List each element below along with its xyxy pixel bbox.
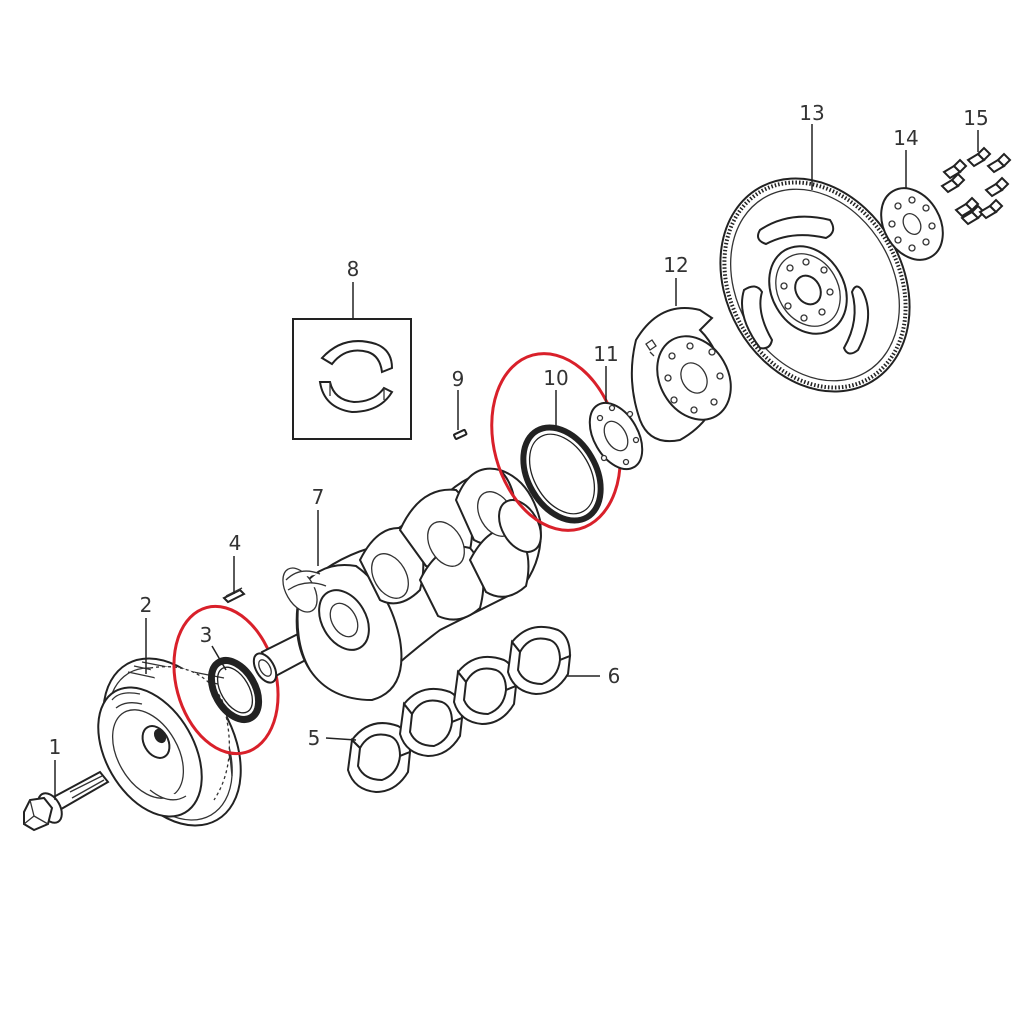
leader-5 [325, 737, 357, 741]
callout-11: 11 [593, 342, 618, 366]
part-3-front-seal [207, 657, 263, 723]
part-14-reinforcement-plate [880, 187, 944, 261]
flexplate-bolt [978, 198, 1004, 220]
callout-5: 5 [308, 726, 321, 750]
callout-7: 7 [312, 485, 325, 509]
leader-lines [54, 124, 979, 800]
part-9-dowel-pin [453, 428, 468, 440]
thrust-bearing-upper [320, 340, 394, 374]
part-5-main-bearing-set [346, 626, 572, 794]
bearing-shell-5b [398, 688, 464, 758]
part-12-adapter-plate [630, 307, 732, 442]
part-10-rear-seal [520, 424, 604, 524]
thrust-bearing-lower [318, 381, 394, 414]
callout-13: 13 [799, 101, 824, 125]
part-8-thrust-bearing-box [292, 318, 412, 440]
callout-10: 10 [543, 366, 568, 390]
callout-6: 6 [608, 664, 621, 688]
callout-3: 3 [200, 623, 213, 647]
callout-4: 4 [229, 531, 242, 555]
flexplate-bolt [940, 172, 966, 194]
flexplate-bolt [966, 146, 992, 168]
flexplate-bolt [954, 196, 980, 218]
flexplate-bolt [984, 176, 1010, 198]
part-2-damper-pulley [97, 657, 242, 827]
part-11-spacer-plate [588, 401, 644, 471]
callout-1: 1 [49, 735, 62, 759]
callout-9: 9 [452, 367, 465, 391]
part-7-crankshaft [252, 467, 542, 702]
flexplate-bolt [986, 152, 1012, 174]
part-13-flexplate [719, 177, 911, 393]
callout-labels: 1 2 3 4 5 6 7 8 9 10 11 12 13 14 15 [49, 101, 989, 759]
bearing-shell-5c [452, 656, 518, 726]
part-1-bolt [23, 770, 110, 832]
callout-2: 2 [140, 593, 153, 617]
bearing-shell-5a [346, 722, 412, 794]
flexplate-bolt [960, 204, 986, 226]
callout-12: 12 [663, 253, 688, 277]
bearing-shell-6 [506, 626, 572, 696]
callout-14: 14 [893, 126, 918, 150]
leader-3 [211, 645, 227, 671]
callout-15: 15 [963, 106, 988, 130]
part-15-flexplate-bolts [940, 146, 1012, 226]
flexplate-bolt [942, 158, 968, 180]
callout-8: 8 [347, 257, 360, 281]
